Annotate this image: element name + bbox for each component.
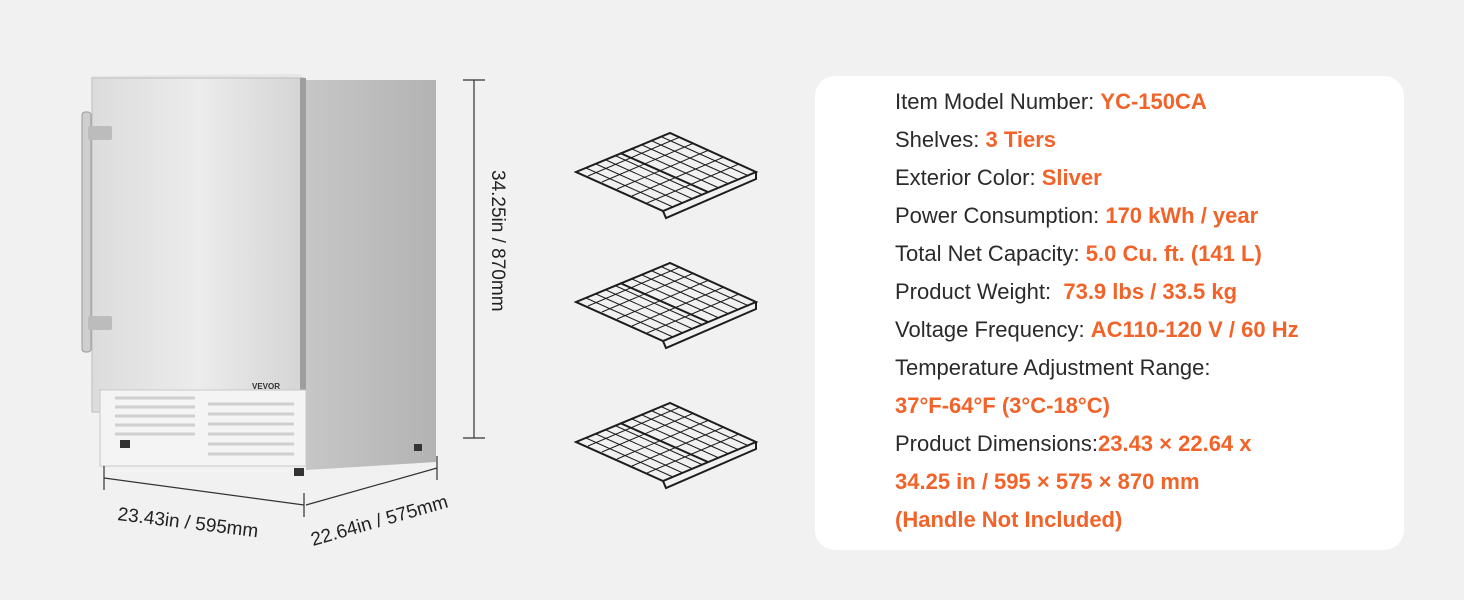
spec-model-label: Item Model Number: (895, 89, 1101, 114)
spec-handle-note: (Handle Not Included) (895, 507, 1123, 532)
spec-dims-label: Product Dimensions: (895, 431, 1098, 456)
spec-voltage-label: Voltage Frequency: (895, 317, 1091, 342)
spec-shelves: Shelves: 3 Tiers (895, 127, 1056, 153)
spec-temp-value: 37°F-64°F (3°C-18°C) (895, 393, 1110, 418)
spec-dims-value-line1: 23.43 × 22.64 x (1097, 431, 1252, 456)
spec-dims-value-line2: 34.25 in / 595 × 575 × 870 mm (895, 469, 1200, 494)
spec-power-label: Power Consumption: (895, 203, 1106, 228)
spec-card: Item Model Number: YC-150CA Shelves: 3 T… (815, 76, 1404, 550)
wire-shelves (573, 131, 759, 489)
spec-temp-label: Temperature Adjustment Range: (895, 355, 1211, 380)
refrigerator: VEVOR (81, 74, 436, 476)
spec-weight-value: 73.9 lbs / 33.5 kg (1057, 279, 1238, 304)
spec-shelves-label: Shelves: (895, 127, 986, 152)
dimension-lines (103, 79, 485, 517)
spec-model-value: YC-150CA (1100, 89, 1207, 114)
spec-shelves-value: 3 Tiers (985, 127, 1057, 152)
spec-voltage: Voltage Frequency: AC110-120 V / 60 Hz (895, 317, 1299, 343)
spec-voltage-value: AC110-120 V / 60 Hz (1090, 317, 1299, 342)
spec-color-label: Exterior Color: (895, 165, 1042, 190)
spec-color-value: Sliver (1041, 165, 1102, 190)
spec-dimensions: Product Dimensions:23.43 × 22.64 x (895, 431, 1252, 457)
spec-weight: Product Weight: 73.9 lbs / 33.5 kg (895, 279, 1237, 305)
spec-capacity-label: Total Net Capacity: (895, 241, 1086, 266)
spec-color: Exterior Color: Sliver (895, 165, 1102, 191)
spec-capacity: Total Net Capacity: 5.0 Cu. ft. (141 L) (895, 241, 1262, 267)
spec-weight-label: Product Weight: (895, 279, 1058, 304)
depth-dimension-label: 22.64in / 575mm (309, 492, 451, 551)
spec-power: Power Consumption: 170 kWh / year (895, 203, 1258, 229)
width-dimension-label: 23.43in / 595mm (116, 504, 259, 542)
product-illustration: VEVOR 34.25in / 870mm 23.43in / 595mm 22… (81, 74, 759, 551)
height-dimension-label: 34.25in / 870mm (487, 170, 508, 312)
spec-capacity-value: 5.0 Cu. ft. (141 L) (1085, 241, 1262, 266)
spec-power-value: 170 kWh / year (1105, 203, 1259, 228)
brand-logo: VEVOR (252, 382, 280, 391)
spec-model: Item Model Number: YC-150CA (895, 89, 1207, 115)
wire-shelf (573, 131, 759, 220)
